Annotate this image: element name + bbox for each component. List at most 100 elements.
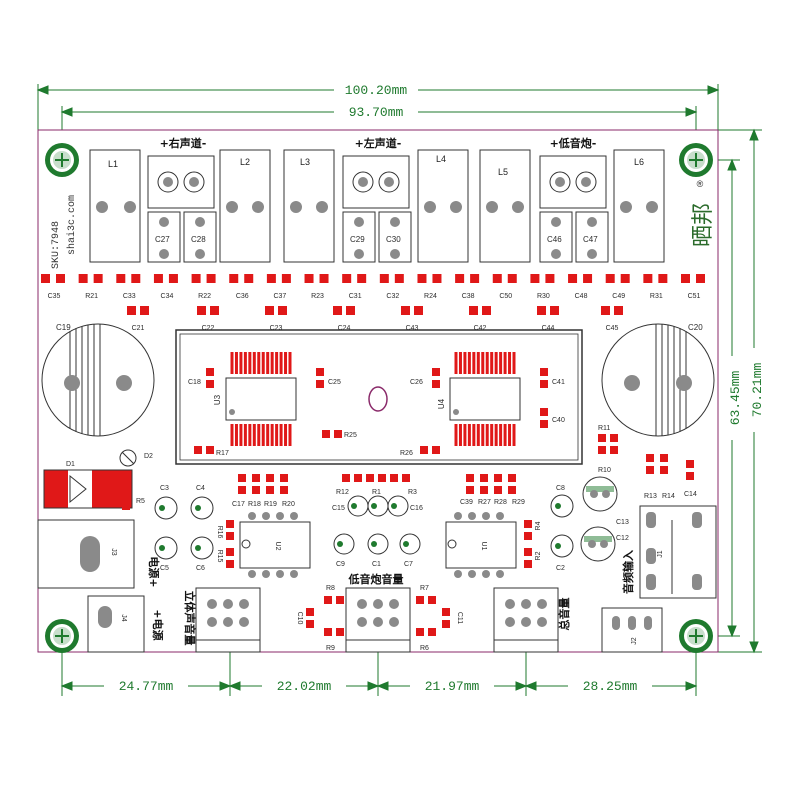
inductor-l2: L2 xyxy=(240,157,250,167)
smd-pad xyxy=(357,274,367,283)
smd-pad xyxy=(210,306,219,315)
row1-label: R31 xyxy=(650,293,663,300)
smd-pad xyxy=(197,306,206,315)
ic-u3-body xyxy=(225,377,297,421)
smd-pad xyxy=(342,274,352,283)
smd-pad xyxy=(545,274,555,283)
r6-label: R6 xyxy=(420,645,429,652)
j4-label: J4 xyxy=(120,614,127,622)
smd-pad xyxy=(470,274,480,283)
ic-r17: R17 xyxy=(216,450,229,457)
ic-pin xyxy=(472,352,476,374)
row1-label: R23 xyxy=(311,293,324,300)
pot-stereo-volume xyxy=(195,587,261,653)
header-left-channel: +左声道- xyxy=(355,136,402,150)
c7-label: C7 xyxy=(404,561,413,568)
smd-pad xyxy=(620,274,630,283)
ic-pin xyxy=(257,352,261,374)
ic-pin xyxy=(284,352,288,374)
smd-pad xyxy=(319,274,329,283)
cap-c19: C19 xyxy=(56,323,71,332)
c15-label: C15 xyxy=(332,505,345,512)
row1-label: C37 xyxy=(273,293,286,300)
inductor-l5: L5 xyxy=(498,167,508,177)
smd-pad xyxy=(643,274,653,283)
ic-pin xyxy=(266,352,270,374)
r28-label: R28 xyxy=(494,499,507,506)
r20-label: R20 xyxy=(282,501,295,508)
diode-d2 xyxy=(119,449,137,467)
r1-label: R1 xyxy=(372,489,381,496)
c14-label: C14 xyxy=(684,491,697,498)
ic-pin xyxy=(494,352,498,374)
c6-label: C6 xyxy=(196,565,205,572)
dim-overall-width: 100.20mm xyxy=(345,83,408,98)
smd-pad xyxy=(482,306,491,315)
cap-c29: C29 xyxy=(350,235,365,244)
smd-pad xyxy=(281,274,291,283)
ic-pin xyxy=(257,424,261,446)
ic-pin xyxy=(494,424,498,446)
r2-label: R2 xyxy=(535,551,542,560)
smd-pad xyxy=(93,274,103,283)
row1-label: C48 xyxy=(575,293,588,300)
r5-label: R5 xyxy=(136,498,145,505)
dim-hole-span-width: 93.70mm xyxy=(349,105,404,120)
cap-c30: C30 xyxy=(386,235,401,244)
ic-pin xyxy=(463,424,467,446)
smd-pad xyxy=(333,306,342,315)
ic-pin xyxy=(508,352,512,374)
smd-pad xyxy=(131,274,141,283)
ic-pin xyxy=(490,352,494,374)
small-caps-left xyxy=(154,496,214,560)
smd-pad xyxy=(507,274,517,283)
inductor-l4: L4 xyxy=(436,154,446,164)
ic-r25: R25 xyxy=(344,432,357,439)
smd-pad xyxy=(583,274,593,283)
ic-pin xyxy=(476,424,480,446)
smd-pad xyxy=(537,306,546,315)
stereo-volume-label: 立体声音量 xyxy=(183,591,197,646)
ic-pin xyxy=(458,352,462,374)
inductor-l1: L1 xyxy=(108,159,118,169)
r12-label: R12 xyxy=(336,489,349,496)
smd-pad xyxy=(469,306,478,315)
row1-label: R30 xyxy=(537,293,550,300)
small-caps-center xyxy=(333,495,421,555)
row2-smd-pads xyxy=(127,306,623,315)
header-subwoofer: +低音炮- xyxy=(550,136,597,150)
row2-label: C44 xyxy=(542,325,555,332)
ic-c18: C18 xyxy=(188,379,201,386)
row1-label: C35 xyxy=(48,293,61,300)
r27-label: R27 xyxy=(478,499,491,506)
ic-pin xyxy=(234,352,238,374)
dim-overall-height: 70.21mm xyxy=(750,362,765,417)
power-terminal-j4 xyxy=(87,595,145,653)
ic-pin xyxy=(275,352,279,374)
bass-volume-label: 低音炮音量 xyxy=(348,572,404,586)
row1-label: R21 xyxy=(85,293,98,300)
film-cap-pads xyxy=(159,217,597,259)
master-volume-label: 总音量 xyxy=(557,598,571,631)
ic-pin xyxy=(467,424,471,446)
ic-pin xyxy=(239,352,243,374)
u2-label: U2 xyxy=(274,542,281,551)
ic-pin xyxy=(261,424,265,446)
pot-bass-volume xyxy=(345,587,411,653)
row1-label: C49 xyxy=(612,293,625,300)
ic-pin xyxy=(467,352,471,374)
smd-pad xyxy=(265,306,274,315)
smd-pad xyxy=(56,274,65,283)
sku-label: SKU:7948 xyxy=(51,221,62,269)
ic-pin xyxy=(234,424,238,446)
cap-c28: C28 xyxy=(191,235,206,244)
r19-label: R19 xyxy=(264,501,277,508)
row1-label: C50 xyxy=(499,293,512,300)
ic-pin xyxy=(275,424,279,446)
c11-label: C11 xyxy=(456,612,463,624)
c13-label: C13 xyxy=(616,519,629,526)
ic-pin xyxy=(279,424,283,446)
smd-pad xyxy=(530,274,540,283)
smd-pad xyxy=(191,274,201,283)
